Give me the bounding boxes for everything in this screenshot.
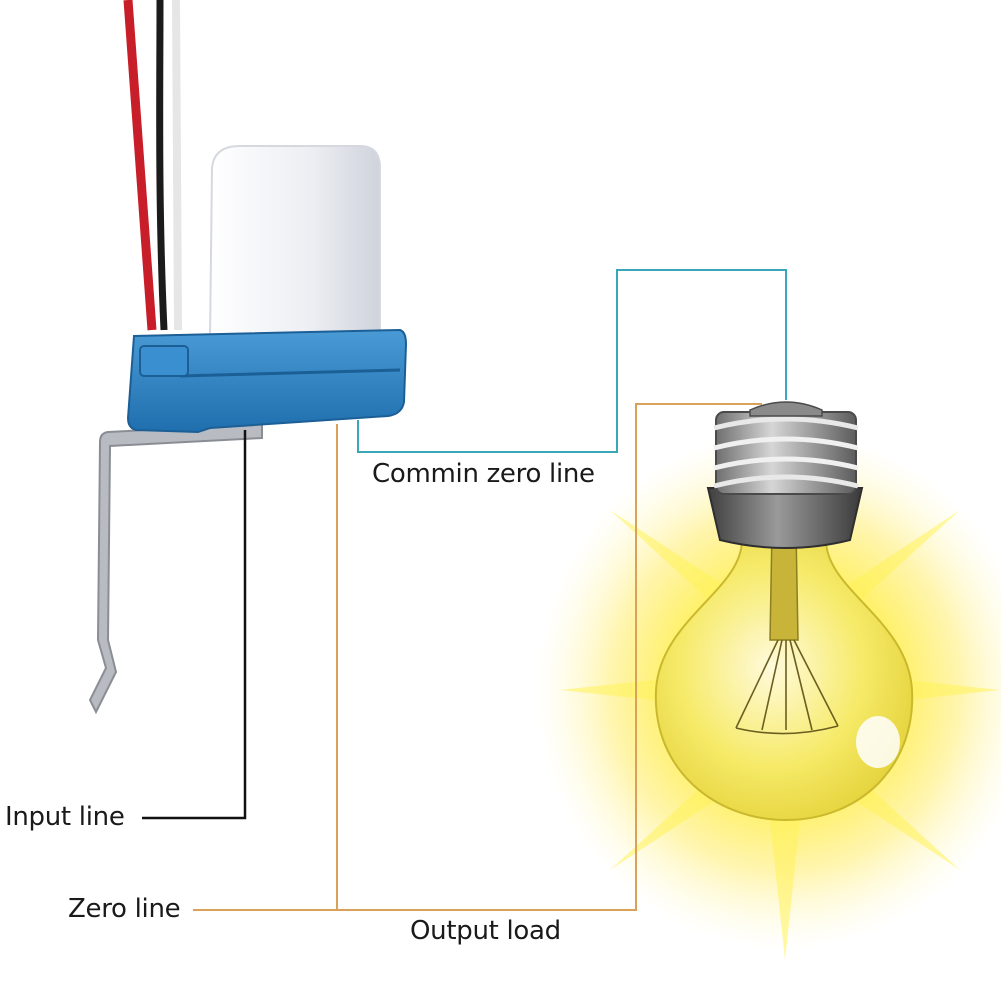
common-zero-line-wire xyxy=(357,269,787,453)
bulb-neck xyxy=(706,487,864,549)
zero-line-wire xyxy=(193,424,338,911)
mounting-bracket xyxy=(88,422,263,715)
output-load-wire xyxy=(337,403,762,911)
label-output-load: Output load xyxy=(410,916,561,946)
black-wire xyxy=(156,0,168,331)
bulb-screw-base xyxy=(713,401,859,495)
white-wire xyxy=(172,0,182,331)
sensor-cap xyxy=(208,145,381,341)
wires xyxy=(142,269,787,911)
label-zero-line: Zero line xyxy=(68,894,181,924)
sensor-cables xyxy=(123,0,182,331)
bulb-filament xyxy=(735,639,839,735)
label-common-zero-line: Commin zero line xyxy=(372,459,595,489)
light-bulb-icon xyxy=(654,401,914,822)
bulb-glass xyxy=(654,539,914,822)
input-line-wire xyxy=(142,430,247,820)
photocell-sensor-icon xyxy=(88,145,408,715)
label-input-line: Input line xyxy=(5,802,125,832)
sensor-base xyxy=(126,328,408,434)
red-wire xyxy=(123,0,157,331)
